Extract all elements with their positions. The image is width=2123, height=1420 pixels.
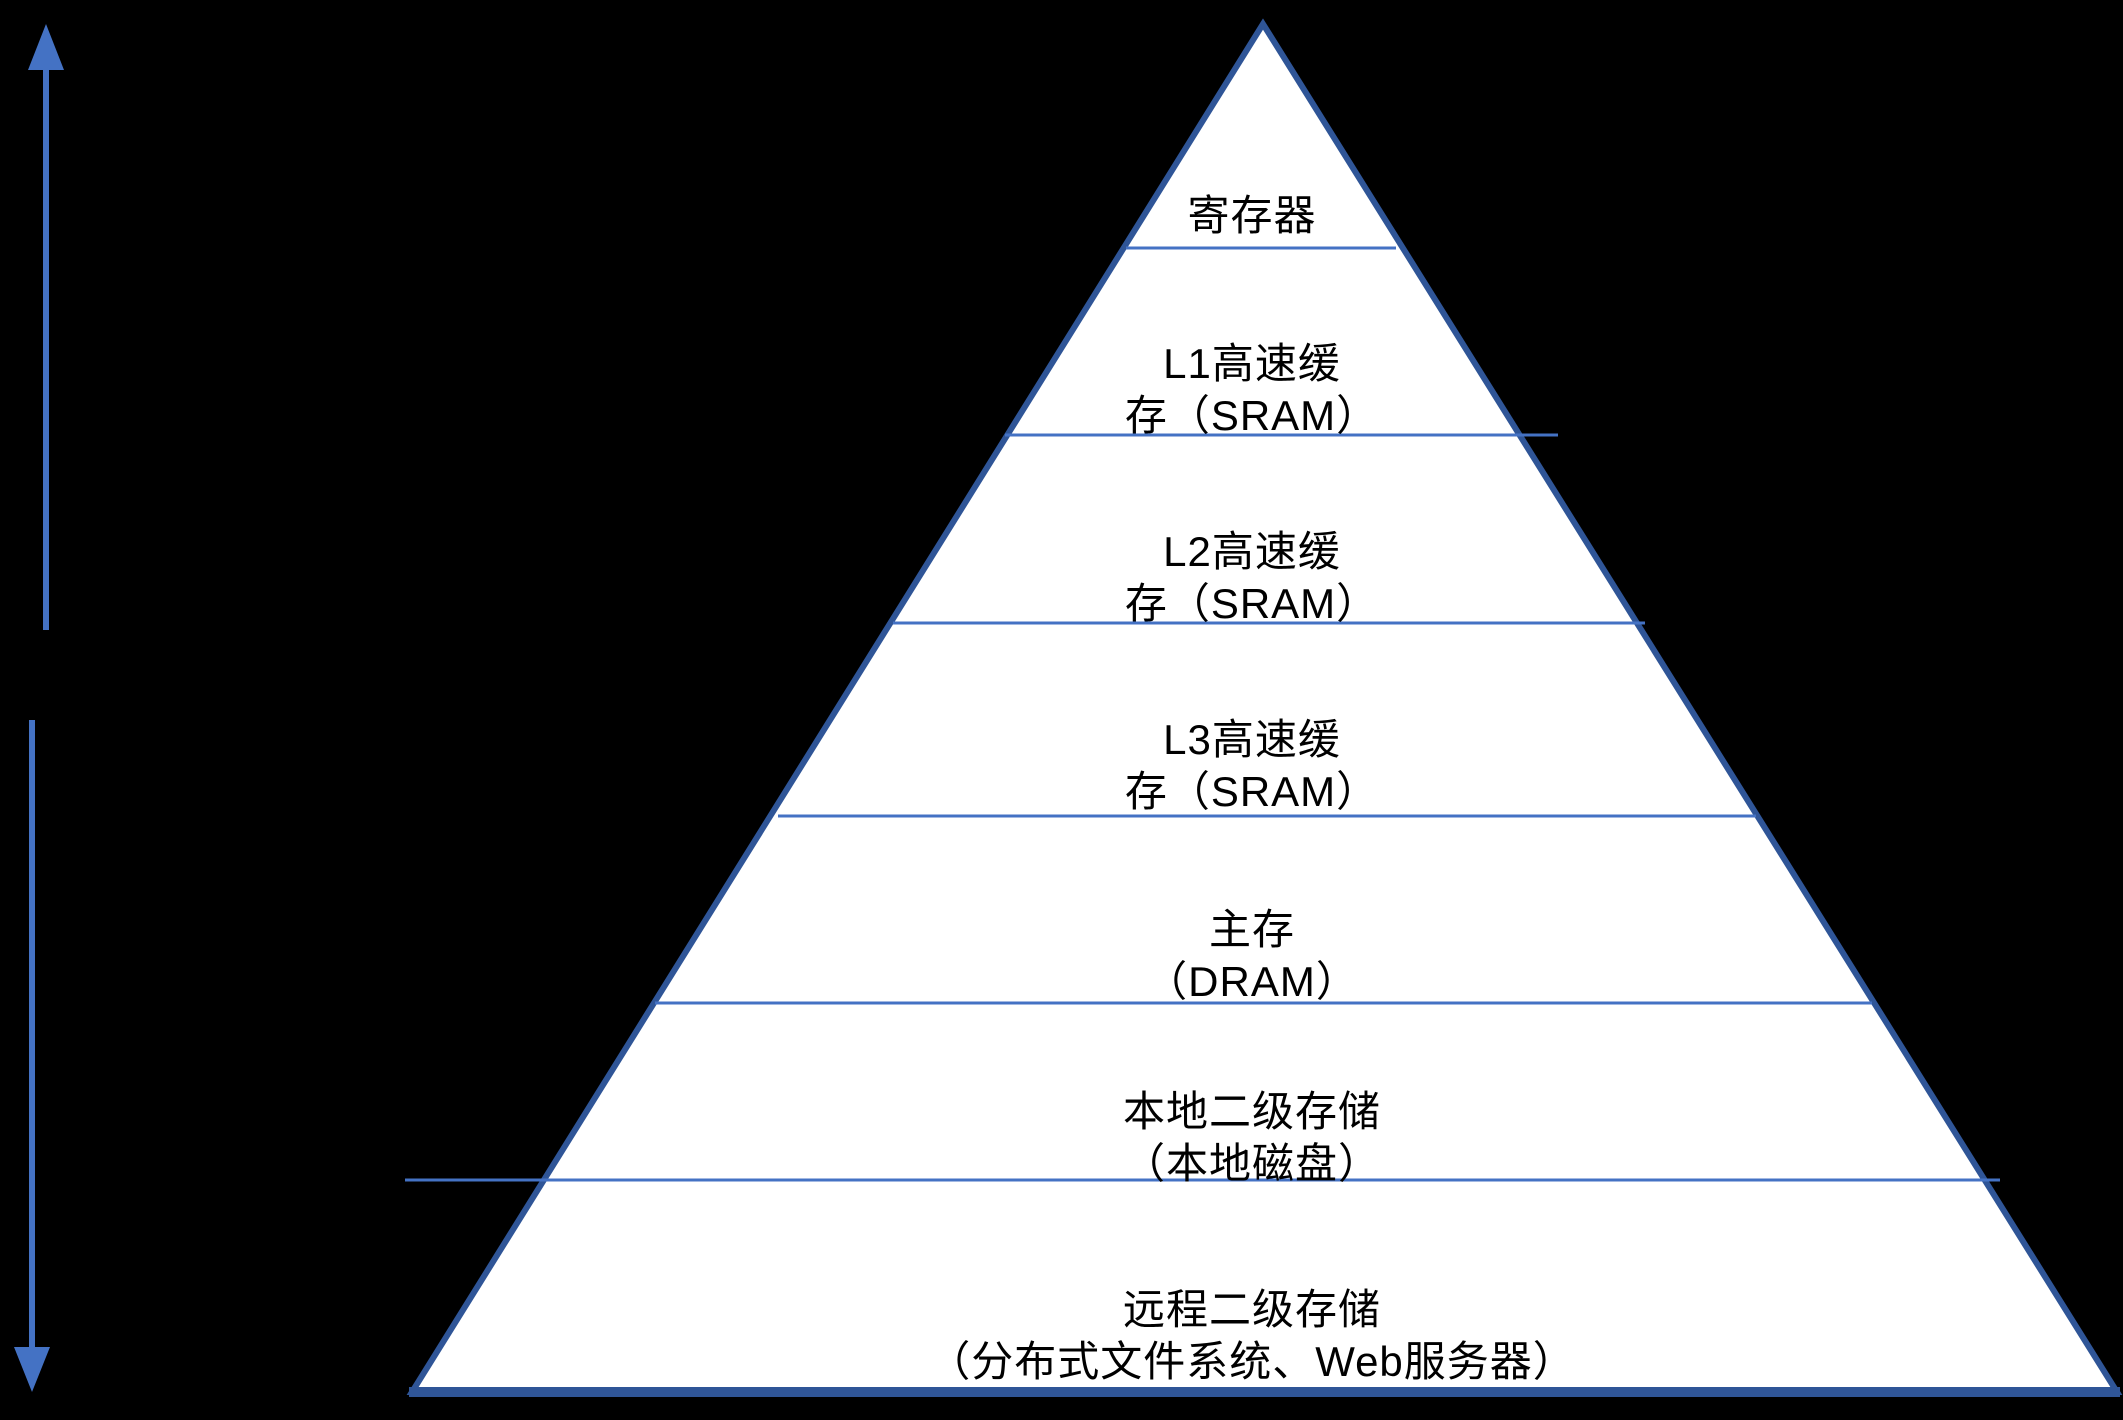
down-arrow-icon — [14, 720, 50, 1392]
level-label-line2: （DRAM） — [1145, 958, 1359, 1005]
level-label-line1: 主存 — [1208, 906, 1295, 953]
level-label-local-secondary-storage: 本地二级存储 （本地磁盘） — [802, 1086, 1702, 1190]
level-label-l3-cache: L3高速缓 存（SRAM） — [802, 714, 1702, 818]
up-arrow-icon — [28, 24, 64, 630]
level-label-line1: 寄存器 — [1187, 192, 1317, 239]
level-label-line2: 存（SRAM） — [1124, 392, 1380, 439]
down-arrow-head — [14, 1347, 50, 1392]
level-label-l1-cache: L1高速缓 存（SRAM） — [802, 338, 1702, 442]
level-label-line2: （本地磁盘） — [1122, 1140, 1381, 1187]
level-label-main-memory: 主存 （DRAM） — [802, 904, 1702, 1008]
level-label-remote-secondary-storage: 远程二级存储 （分布式文件系统、Web服务器） — [802, 1284, 1702, 1388]
level-label-registers: 寄存器 — [802, 190, 1702, 242]
level-label-line2: 存（SRAM） — [1124, 768, 1380, 815]
level-label-line1: 远程二级存储 — [1122, 1286, 1381, 1333]
level-label-line1: L2高速缓 — [1163, 528, 1341, 575]
level-label-line2: 存（SRAM） — [1124, 580, 1380, 627]
level-label-line1: L3高速缓 — [1163, 716, 1341, 763]
up-arrow-head — [28, 24, 64, 70]
level-label-l2-cache: L2高速缓 存（SRAM） — [802, 526, 1702, 630]
level-label-line1: 本地二级存储 — [1122, 1088, 1381, 1135]
level-label-line1: L1高速缓 — [1163, 340, 1341, 387]
level-label-line2: （分布式文件系统、Web服务器） — [928, 1338, 1576, 1385]
